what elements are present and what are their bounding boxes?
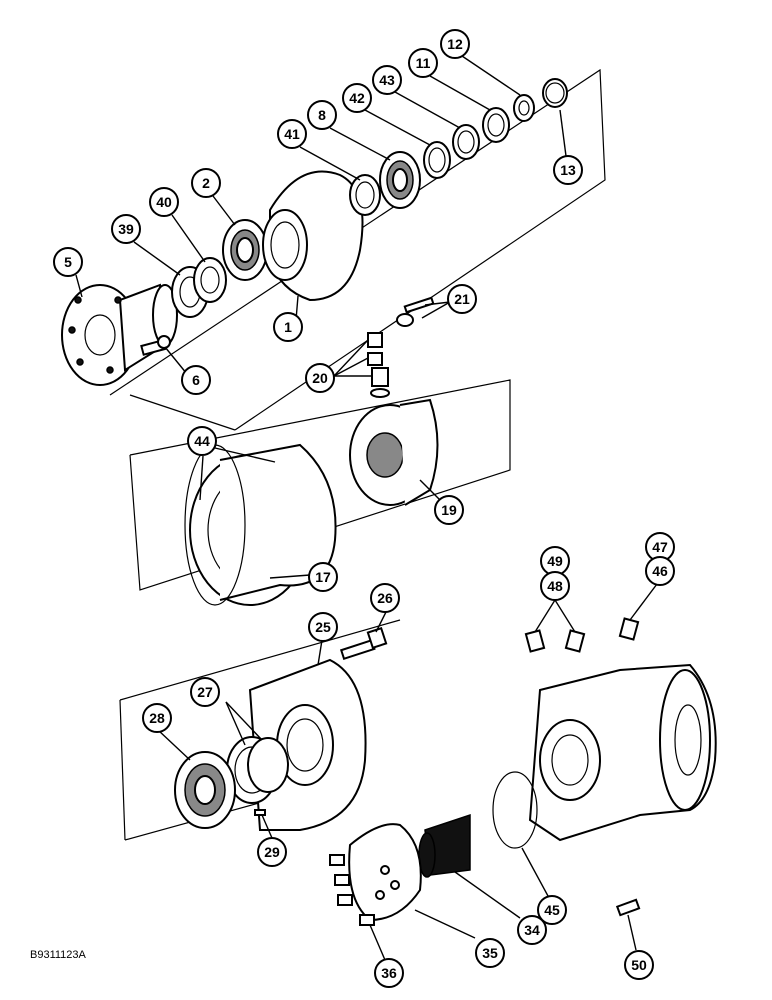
- callout-36-label: 36: [381, 965, 397, 981]
- callout-12-label: 12: [447, 36, 463, 52]
- callout-6-label: 6: [192, 372, 200, 388]
- ring-gear-44: [184, 443, 337, 606]
- callout-48-label: 48: [547, 578, 563, 594]
- seals-27: [226, 736, 289, 804]
- callout-35: 35: [475, 938, 505, 968]
- bolt-6: [140, 335, 171, 356]
- callout-5-label: 5: [64, 254, 72, 270]
- ring-42: [423, 141, 451, 179]
- callout-1-label: 1: [284, 319, 292, 335]
- callout-8-label: 8: [318, 107, 326, 123]
- fitting-50: [615, 898, 641, 917]
- callout-43: 43: [372, 65, 402, 95]
- callout-39-label: 39: [118, 221, 134, 237]
- callout-5: 5: [53, 247, 83, 277]
- o-ring-45: [492, 771, 538, 849]
- callout-20: 20: [305, 363, 335, 393]
- callout-21-label: 21: [454, 291, 470, 307]
- spacer-41: [349, 174, 381, 216]
- callout-45: 45: [537, 895, 567, 925]
- callout-17: 17: [308, 562, 338, 592]
- callout-11: 11: [408, 48, 438, 78]
- callout-28: 28: [142, 703, 172, 733]
- callout-36: 36: [374, 958, 404, 988]
- callout-27: 27: [190, 677, 220, 707]
- callout-34: 34: [517, 915, 547, 945]
- callout-50: 50: [624, 950, 654, 980]
- callout-41: 41: [277, 119, 307, 149]
- callout-42-label: 42: [349, 90, 365, 106]
- callout-46: 46: [645, 556, 675, 586]
- callout-11-label: 11: [416, 55, 431, 71]
- bearing-2: [222, 219, 268, 281]
- bolts-36: [329, 854, 375, 926]
- callout-19-label: 19: [441, 502, 457, 518]
- callout-19: 19: [434, 495, 464, 525]
- callout-45-label: 45: [544, 902, 560, 918]
- callout-1: 1: [273, 312, 303, 342]
- nut-12: [513, 94, 535, 122]
- callout-13-label: 13: [560, 162, 576, 178]
- callout-44: 44: [187, 426, 217, 456]
- callout-50-label: 50: [631, 957, 647, 973]
- spindle-28: [174, 751, 236, 829]
- callout-47: 47: [645, 532, 675, 562]
- callout-25: 25: [308, 612, 338, 642]
- callout-8: 8: [307, 100, 337, 130]
- callout-13: 13: [553, 155, 583, 185]
- filter-34: [418, 813, 471, 878]
- callout-40: 40: [149, 187, 179, 217]
- motor-body: [528, 663, 717, 842]
- figure-reference-code: B9311123A: [30, 949, 87, 961]
- callout-2-label: 2: [202, 175, 210, 191]
- pin-29: [254, 809, 266, 816]
- plugs-20: [367, 332, 390, 398]
- callout-26: 26: [370, 583, 400, 613]
- callout-27-label: 27: [197, 684, 213, 700]
- rotor-19: [349, 398, 439, 506]
- callout-39: 39: [111, 214, 141, 244]
- callout-46-label: 46: [652, 563, 668, 579]
- cover-plate-35: [348, 823, 422, 922]
- callout-26-label: 26: [377, 590, 393, 606]
- leader-lines: [75, 55, 661, 961]
- callout-35-label: 35: [482, 945, 498, 961]
- washer-11: [482, 107, 510, 143]
- callout-34-label: 34: [524, 922, 540, 938]
- callout-29-label: 29: [264, 844, 280, 860]
- fitting-46-47: [618, 617, 640, 641]
- callout-25-label: 25: [315, 619, 331, 635]
- ring-43: [452, 124, 480, 160]
- snap-ring-13: [542, 78, 568, 108]
- fittings-48-49: [524, 629, 586, 653]
- callout-44-label: 44: [194, 433, 210, 449]
- callout-42: 42: [342, 83, 372, 113]
- callout-43-label: 43: [379, 72, 395, 88]
- callout-28-label: 28: [149, 710, 165, 726]
- callout-21: 21: [447, 284, 477, 314]
- callout-6: 6: [181, 365, 211, 395]
- seal-40: [193, 257, 227, 303]
- callout-40-label: 40: [156, 194, 172, 210]
- callout-48: 48: [540, 571, 570, 601]
- callout-2: 2: [191, 168, 221, 198]
- callout-17-label: 17: [315, 569, 331, 585]
- callout-20-label: 20: [312, 370, 328, 386]
- pins-21: [396, 296, 435, 327]
- callout-29: 29: [257, 837, 287, 867]
- callout-41-label: 41: [284, 126, 300, 142]
- bolt-26: [339, 626, 388, 661]
- hub-1: [262, 170, 364, 302]
- bearing-8: [379, 151, 421, 209]
- callout-49: 49: [540, 546, 570, 576]
- callout-12: 12: [440, 29, 470, 59]
- callout-49-label: 49: [547, 553, 563, 569]
- callout-47-label: 47: [652, 539, 668, 555]
- output-shaft-flange: [61, 283, 178, 386]
